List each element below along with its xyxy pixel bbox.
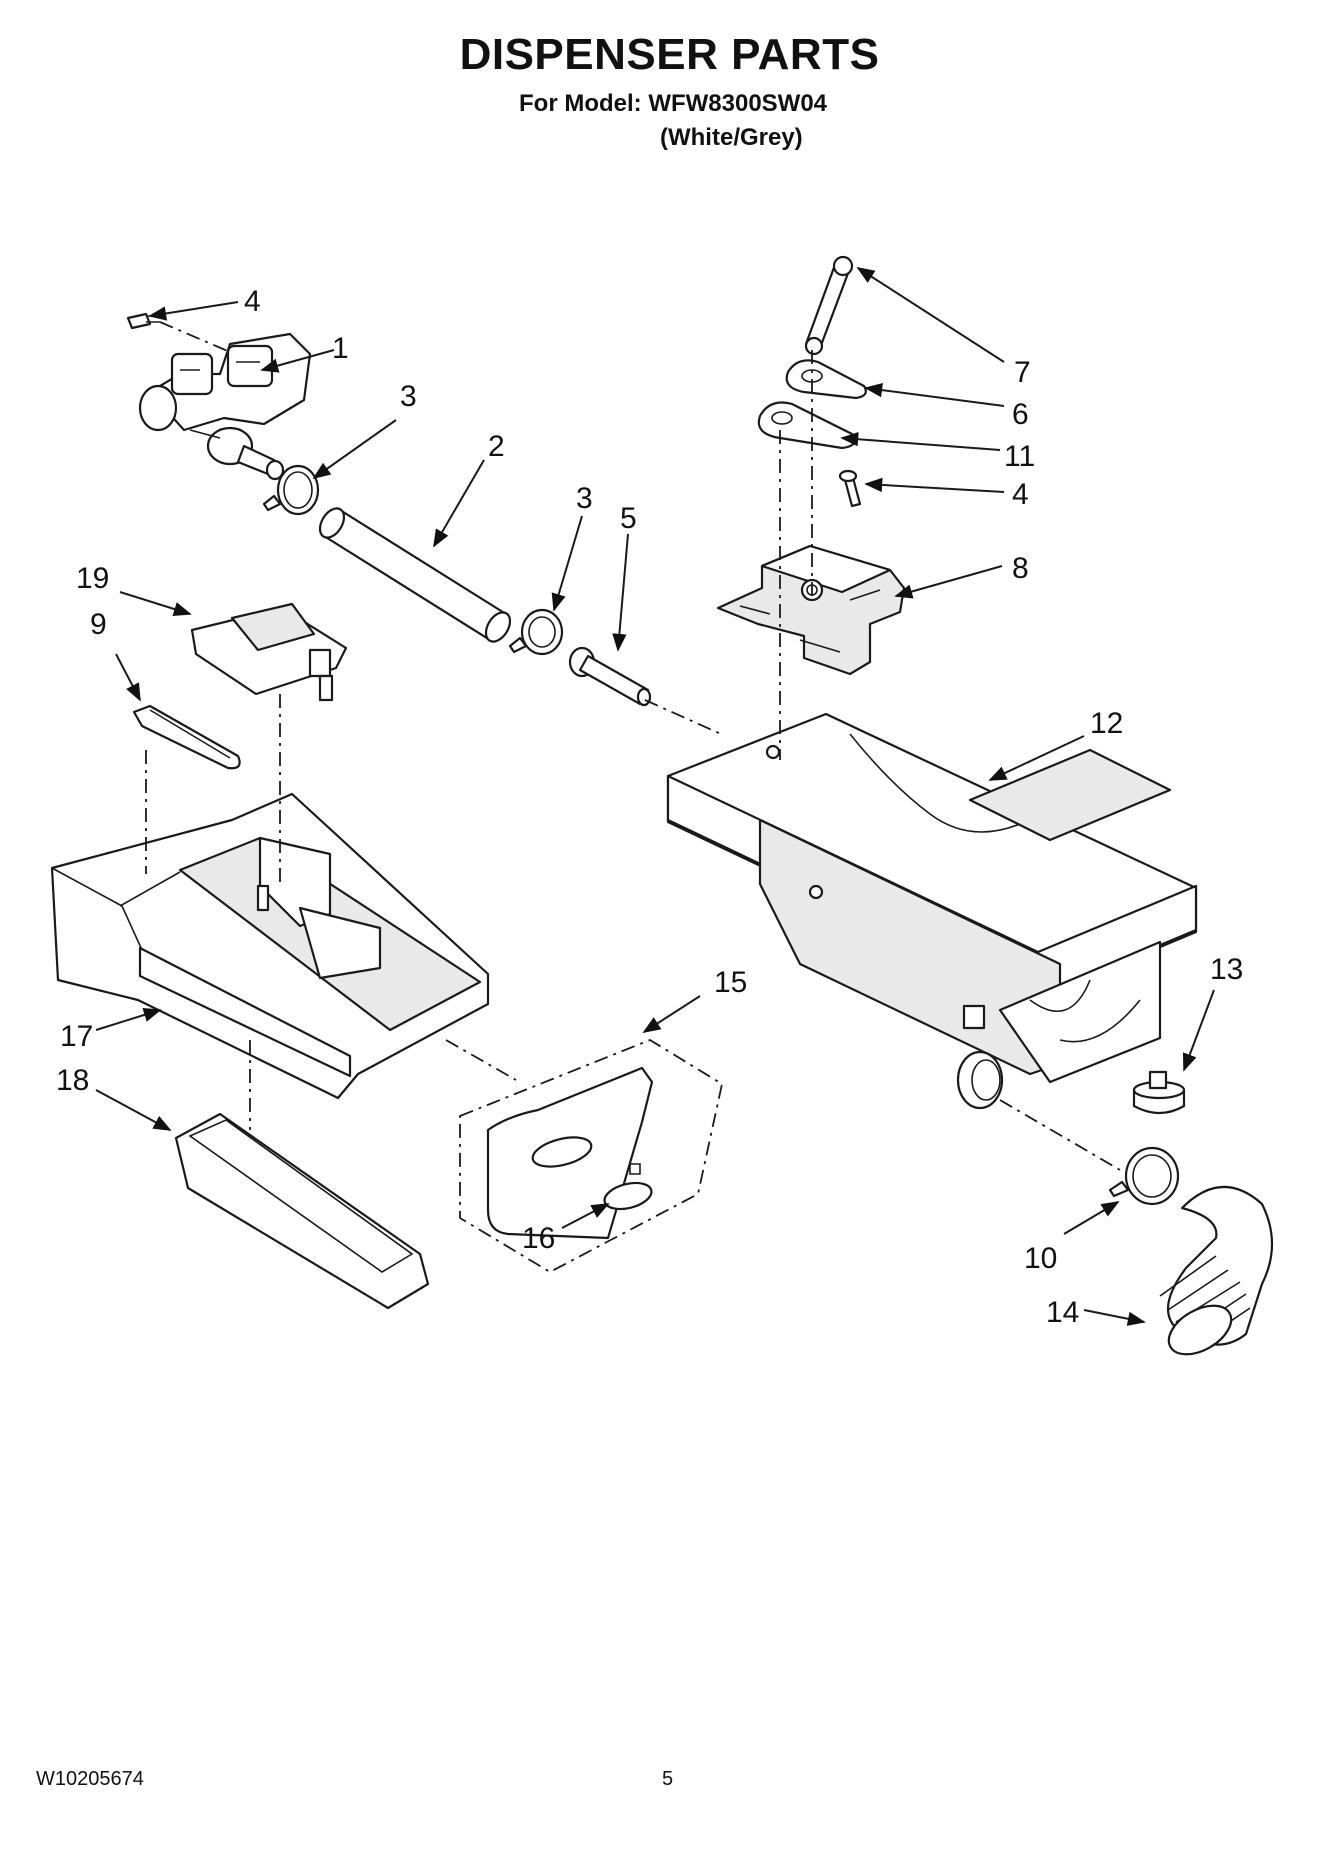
dispenser-housing-part-12 [666,712,1198,1110]
callout-8: 8 [1012,552,1029,585]
assembly-centerlines [145,321,1121,1171]
bellows-hose-part-14 [1159,1185,1274,1356]
hose-clamp-part-3-left [262,464,320,516]
plate-part-6 [785,359,867,400]
screw-part-4-right [838,469,862,508]
front-panel-part-15 [486,1066,654,1240]
page-title: DISPENSER PARTS [459,30,880,79]
callout-17: 17 [60,1020,93,1053]
panel-outline-dashed [459,1038,724,1274]
callout-19: 19 [76,562,109,595]
callout-4-right: 4 [1012,478,1029,511]
callout-7: 7 [1014,356,1031,389]
clip-part-9 [132,704,241,770]
badge-part-16 [603,1181,653,1211]
callout-15: 15 [714,966,747,999]
actuator-part-8 [716,544,906,676]
color-line: (White/Grey) [660,124,803,151]
callout-6: 6 [1012,398,1029,431]
callout-13: 13 [1210,953,1243,986]
hose-clamp-part-10 [1108,1146,1180,1206]
dispenser-drawer-part-17 [50,792,490,1100]
callout-14: 14 [1046,1296,1079,1329]
hose-part-2 [318,507,512,643]
water-valve-part-1 [138,332,312,481]
document-number: W10205674 [36,1768,144,1790]
siphon-cap-part-19 [190,602,348,702]
hose-clamp-part-3-middle [508,608,564,656]
callout-11: 11 [1004,440,1035,473]
callout-leaders [95,267,1215,1326]
callout-16: 16 [522,1222,555,1255]
lever-arm-part-7 [804,255,854,356]
callout-12: 12 [1090,707,1123,740]
callout-18: 18 [56,1064,89,1097]
callout-10: 10 [1024,1242,1057,1275]
gasket-part-11 [757,401,856,450]
nozzle-part-5 [568,646,652,707]
callout-labels: 4 1 3 2 3 5 7 6 11 4 8 19 9 12 15 13 17 … [56,285,1243,1329]
model-line: For Model: WFW8300SW04 [519,90,828,117]
callout-9: 9 [90,608,107,641]
callout-3-middle: 3 [576,482,593,515]
tray-part-18 [174,1112,430,1310]
page-number: 5 [662,1768,674,1790]
cap-part-13 [1132,1070,1186,1115]
callout-5: 5 [620,502,637,535]
callout-2: 2 [488,430,505,463]
callout-1: 1 [332,332,349,365]
callout-4-left: 4 [244,285,261,318]
callout-3-left: 3 [400,380,417,413]
